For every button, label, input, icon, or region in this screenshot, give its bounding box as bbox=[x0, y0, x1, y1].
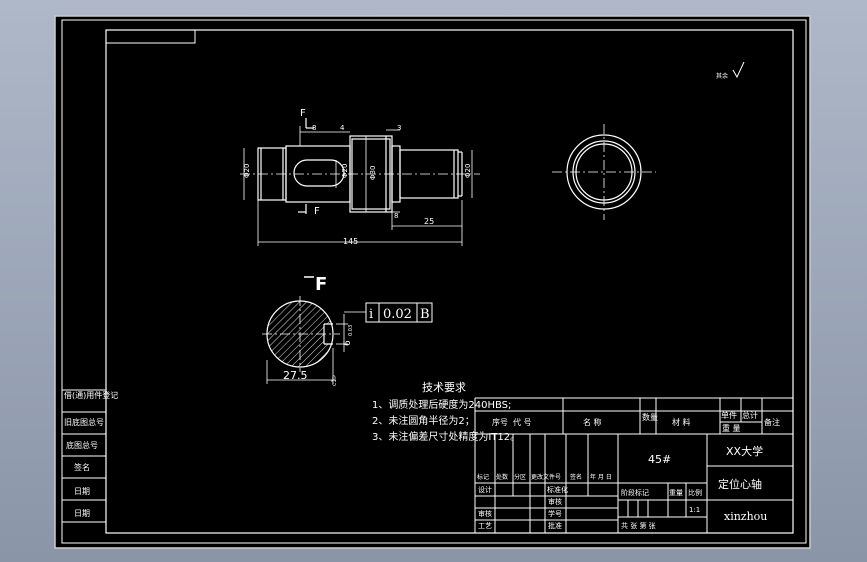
dim-total-length: 145 bbox=[343, 237, 358, 246]
part-name: 定位心轴 bbox=[718, 477, 762, 491]
change-row-cell: 分区 bbox=[514, 473, 526, 481]
roughness-symbol bbox=[732, 61, 745, 79]
left-col-label: 借(通)用件登记 bbox=[64, 390, 118, 400]
tol-datum: B bbox=[420, 307, 430, 322]
left-col-label: 底图总号 bbox=[66, 440, 98, 450]
section-cut-top bbox=[305, 118, 314, 129]
dim-step: 4 bbox=[340, 124, 345, 132]
stage-label: 阶段标记 bbox=[621, 488, 649, 497]
school-name: XX大学 bbox=[726, 444, 763, 458]
section-title: F bbox=[315, 274, 327, 295]
dim-key-width: 6 bbox=[343, 340, 353, 346]
header-cell: 数量 bbox=[642, 412, 658, 422]
drawing-sheet bbox=[54, 15, 811, 549]
dim-right-length: 25 bbox=[424, 217, 434, 226]
change-row-cell: 年 月 日 bbox=[590, 473, 612, 481]
dim-tol: 0.03 bbox=[348, 325, 354, 336]
dim-diameter: Φ20 bbox=[341, 164, 349, 178]
header-cell: 名 称 bbox=[583, 417, 602, 427]
role-label: 批准 bbox=[548, 521, 562, 530]
change-row-cell: 更改文件号 bbox=[531, 473, 561, 481]
left-register-column bbox=[62, 389, 106, 523]
dim-key-depth: 27.5 bbox=[283, 369, 308, 382]
section-cut-bottom bbox=[298, 204, 307, 214]
tol-value: 0.02 bbox=[383, 307, 412, 322]
section-mark-bottom: F bbox=[314, 206, 320, 217]
section-mark-top: F bbox=[300, 108, 306, 119]
dim-step: 8 bbox=[394, 212, 398, 220]
header-cell: 材 料 bbox=[672, 417, 691, 427]
stage-label: 比例 bbox=[688, 488, 702, 497]
stage-label: 重量 bbox=[669, 489, 683, 497]
left-col-label: 日期 bbox=[74, 487, 90, 496]
outer-border bbox=[61, 19, 807, 544]
left-col-label: 旧底图总号 bbox=[64, 417, 104, 427]
dim-tol: c1 bbox=[331, 379, 338, 386]
roughness-note: 其余 bbox=[716, 72, 728, 80]
role-label: 审核 bbox=[478, 509, 492, 518]
role-label: 审核 bbox=[548, 497, 562, 506]
dim-step: 3 bbox=[397, 124, 401, 132]
drawer-name: xinzhou bbox=[724, 510, 767, 523]
section-view bbox=[262, 296, 340, 372]
sheet-count: 共 张 第 张 bbox=[621, 521, 656, 530]
top-left-code-box bbox=[105, 29, 196, 44]
material-value: 45# bbox=[648, 453, 671, 466]
dim-diameter: Φ20 bbox=[243, 164, 251, 178]
header-cell: 备注 bbox=[764, 417, 780, 427]
tech-req-line: 1、调质处理后硬度为240HBS; bbox=[372, 398, 511, 411]
section-dim-lines bbox=[266, 311, 366, 384]
header-cell: 单件 bbox=[721, 410, 737, 420]
role-label: 学号 bbox=[548, 509, 562, 518]
dimension-lines bbox=[243, 126, 473, 246]
tech-req-line: 3、未注偏差尺寸处精度为IT12。 bbox=[372, 430, 520, 443]
inner-frame bbox=[105, 29, 794, 534]
scale-value: 1:1 bbox=[689, 506, 700, 514]
left-col-label: 日期 bbox=[74, 509, 90, 518]
header-cell: 序号 bbox=[492, 417, 508, 427]
header-cell: 总计 bbox=[742, 410, 758, 420]
change-row-cell: 标记 bbox=[477, 473, 489, 481]
role-label: 设计 bbox=[478, 485, 492, 494]
role-label: 标准化 bbox=[547, 485, 568, 494]
change-row-cell: 处数 bbox=[496, 473, 508, 481]
title-block-lines bbox=[474, 397, 793, 533]
tech-req-title: 技术要求 bbox=[422, 381, 466, 394]
dim-diameter: Φ20 bbox=[464, 164, 472, 178]
change-row-cell: 签名 bbox=[570, 473, 582, 481]
dim-step: 8 bbox=[312, 124, 316, 132]
dim-tol: 0 bbox=[332, 375, 336, 382]
shaft-end-view bbox=[552, 124, 656, 220]
tol-symbol: i bbox=[369, 307, 373, 322]
role-label: 工艺 bbox=[478, 522, 492, 530]
tolerance-frame bbox=[365, 302, 433, 323]
left-col-label: 签名 bbox=[74, 462, 90, 472]
weight-label: 重 量 bbox=[722, 423, 741, 433]
dim-diameter: Φ30 bbox=[369, 166, 377, 180]
tech-req-line: 2、未注圆角半径为2； bbox=[372, 414, 475, 427]
header-cell: 代 号 bbox=[513, 417, 532, 427]
